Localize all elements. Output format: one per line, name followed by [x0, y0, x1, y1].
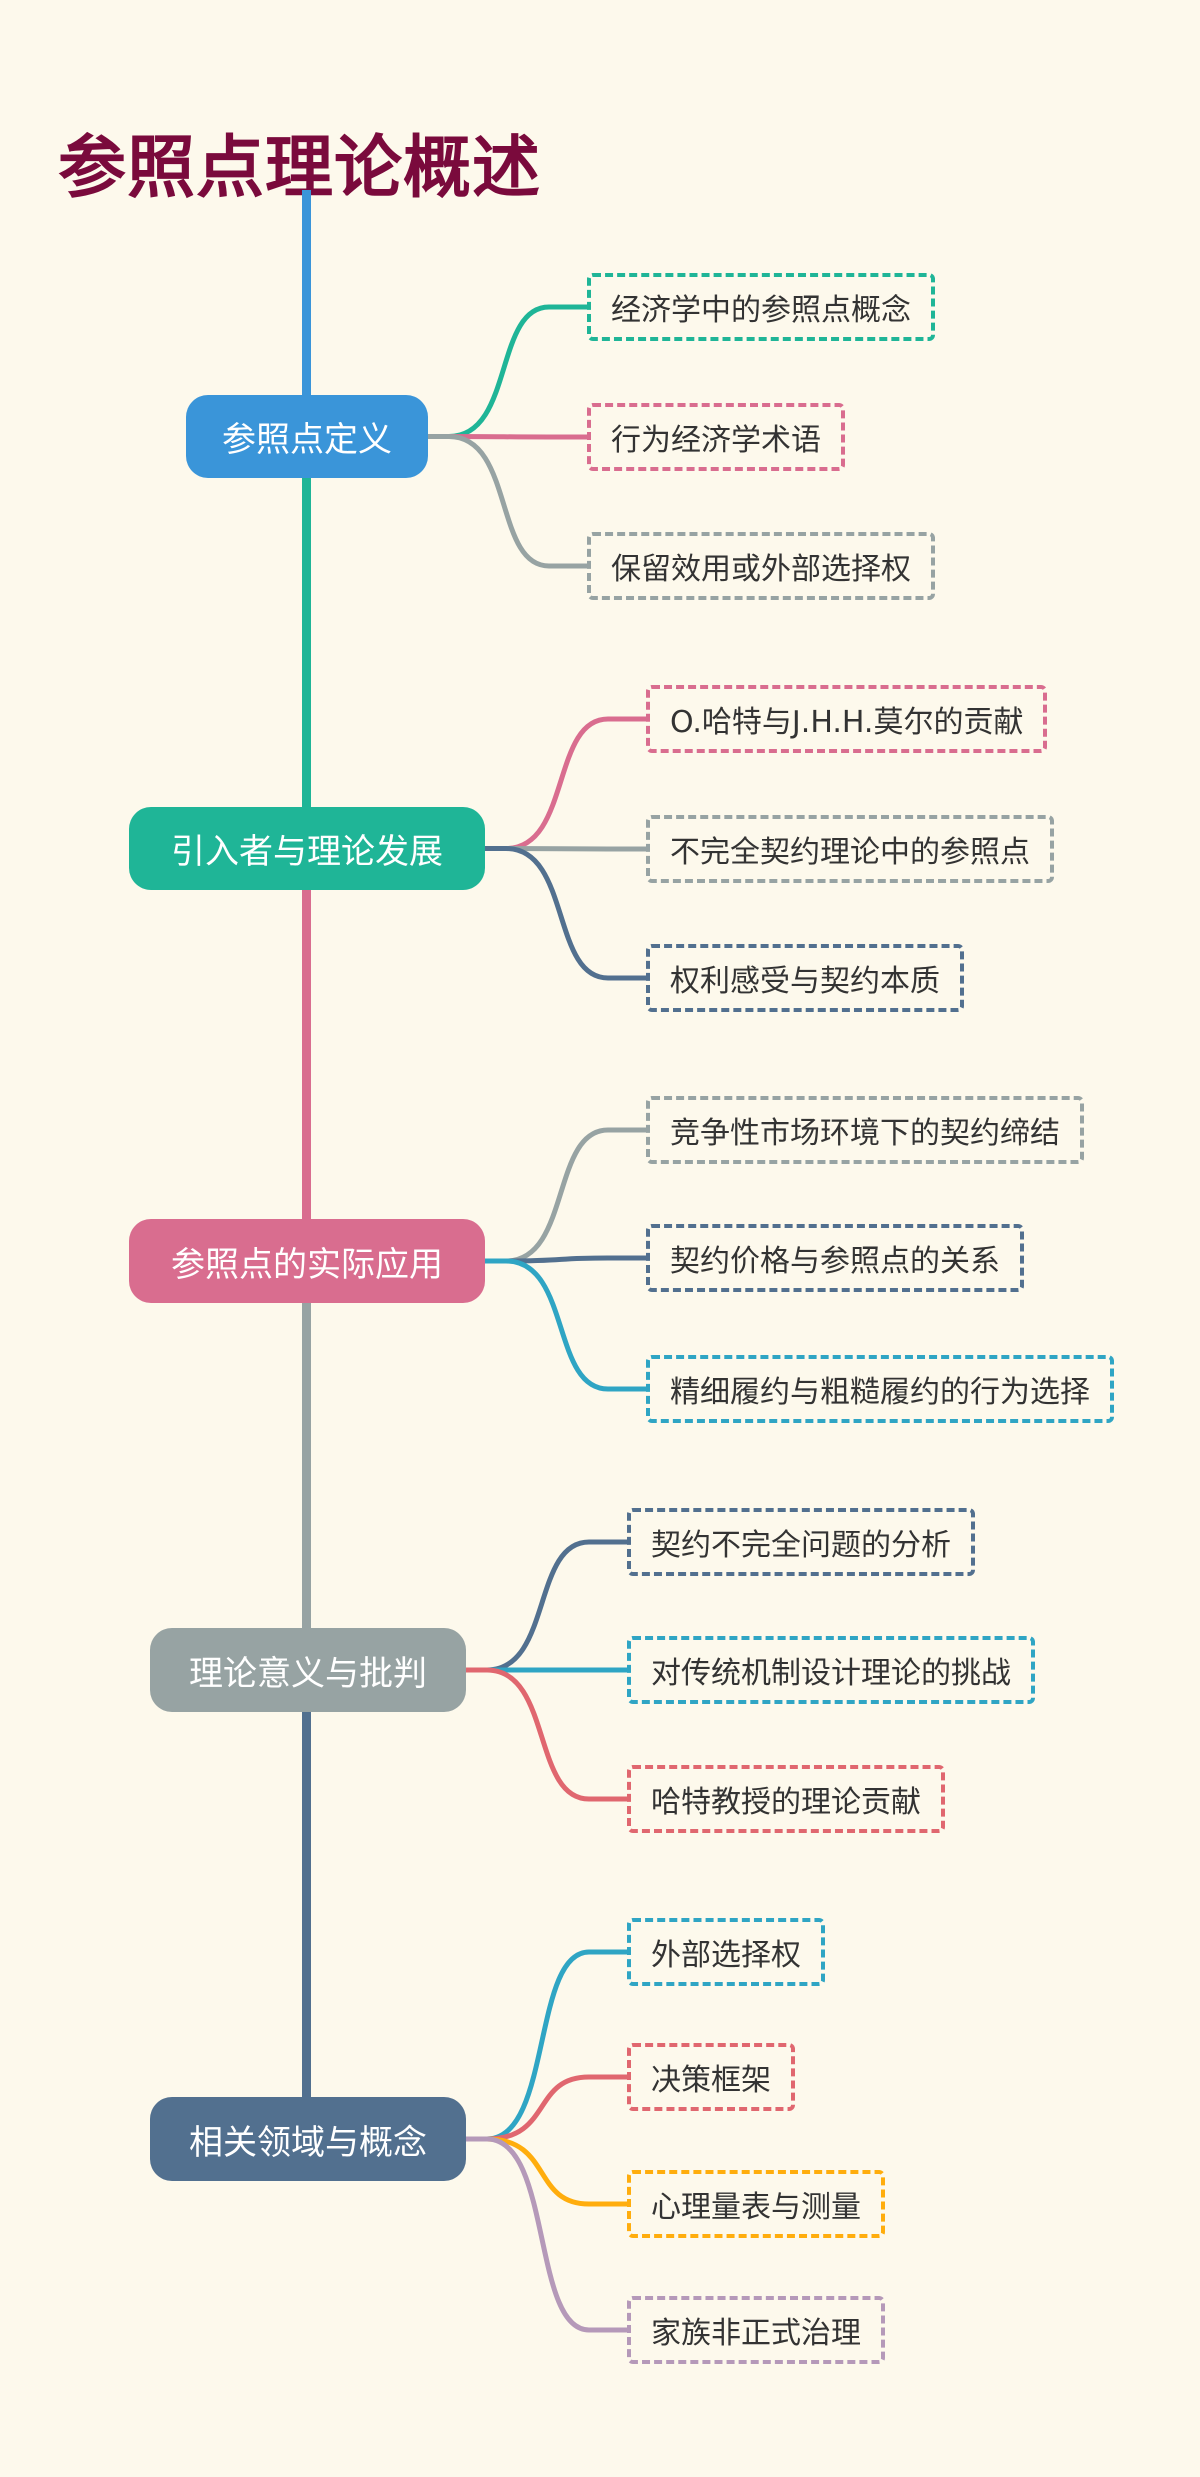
spine-segment — [302, 885, 311, 1223]
connector-line — [459, 2074, 632, 2142]
subtopic-node[interactable]: 哈特教授的理论贡献 — [627, 1765, 945, 1833]
spine-segment — [302, 1708, 311, 2100]
spine-segment — [302, 1300, 311, 1632]
topic-reference-point-definition[interactable]: 参照点定义 — [186, 395, 428, 478]
connector-line — [459, 1949, 632, 2142]
subtopic-node[interactable]: O.哈特与J.H.H.莫尔的贡献 — [646, 685, 1048, 753]
subtopic-node[interactable]: 精细履约与粗糙履约的行为选择 — [646, 1355, 1114, 1423]
connector-line — [478, 1127, 651, 1264]
connector-line — [478, 716, 651, 851]
connector-line — [478, 1258, 651, 1392]
topic-related-fields[interactable]: 相关领域与概念 — [150, 2097, 466, 2181]
subtopic-node[interactable]: 心理量表与测量 — [627, 2170, 885, 2238]
topic-introducers-and-development[interactable]: 引入者与理论发展 — [129, 807, 485, 890]
connector-line — [421, 434, 592, 569]
connector-line — [459, 1539, 632, 1673]
subtopic-node[interactable]: 契约不完全问题的分析 — [627, 1508, 975, 1576]
subtopic-node[interactable]: 对传统机制设计理论的挑战 — [627, 1636, 1035, 1704]
spine-segment — [302, 190, 311, 400]
subtopic-node[interactable]: 不完全契约理论中的参照点 — [646, 815, 1054, 883]
connector-line — [478, 846, 651, 981]
subtopic-node[interactable]: 保留效用或外部选择权 — [587, 532, 935, 600]
subtopic-node[interactable]: 家族非正式治理 — [627, 2296, 885, 2364]
connector-line — [459, 2136, 632, 2207]
page-title: 参照点理论概述 — [58, 129, 542, 208]
connector-line — [459, 1667, 632, 1802]
subtopic-node[interactable]: 行为经济学术语 — [587, 403, 845, 471]
subtopic-node[interactable]: 经济学中的参照点概念 — [587, 273, 935, 341]
topic-practical-application[interactable]: 参照点的实际应用 — [129, 1219, 485, 1303]
connector-line — [421, 304, 592, 439]
subtopic-node[interactable]: 决策框架 — [627, 2043, 795, 2111]
topic-significance-and-critique[interactable]: 理论意义与批判 — [150, 1628, 466, 1712]
subtopic-node[interactable]: 竞争性市场环境下的契约缔结 — [646, 1096, 1084, 1164]
subtopic-node[interactable]: 契约价格与参照点的关系 — [646, 1224, 1024, 1292]
subtopic-node[interactable]: 权利感受与契约本质 — [646, 944, 964, 1012]
spine-segment — [302, 475, 311, 810]
connector-line — [459, 2136, 632, 2333]
subtopic-node[interactable]: 外部选择权 — [627, 1918, 825, 1986]
